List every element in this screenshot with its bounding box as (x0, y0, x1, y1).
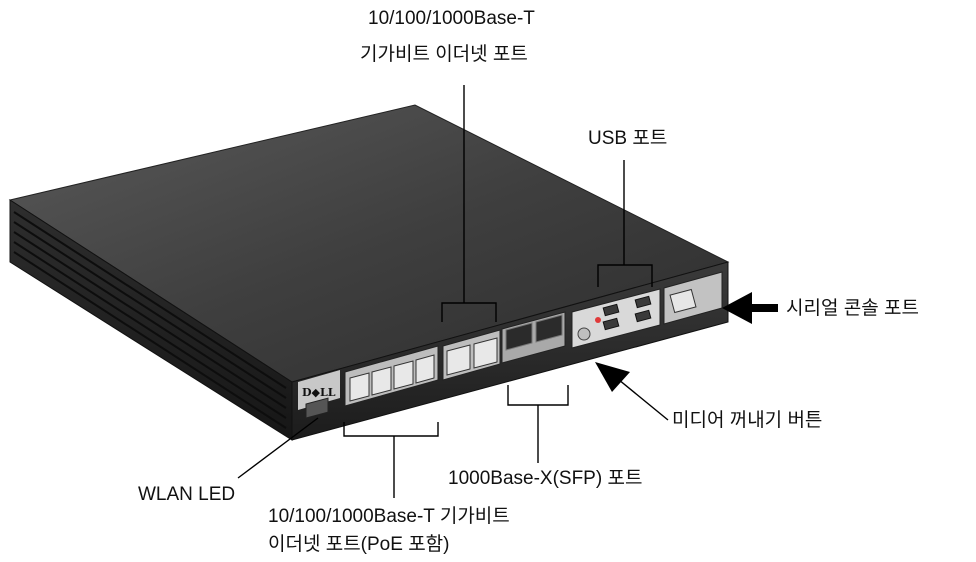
status-led (595, 317, 601, 323)
poe-ports (349, 354, 435, 402)
usb-port-label: USB 포트 (588, 128, 668, 149)
vent-slots (13, 211, 287, 429)
sfp-ports (505, 314, 563, 351)
callout-arrows (595, 292, 778, 392)
serial-console-port (669, 288, 697, 314)
gige-top-label-line2: 기가비트 이더넷 포트 (360, 44, 528, 65)
serial-console-label: 시리얼 콘솔 포트 (786, 298, 919, 319)
poe-port-label-line1: 10/100/1000Base-T 기가비트 (268, 506, 510, 527)
gige-top-label-line1: 10/100/1000Base-T (368, 8, 535, 29)
media-eject-button (577, 327, 591, 341)
wlan-led-label: WLAN LED (138, 484, 236, 505)
callout-lines (237, 85, 669, 498)
dell-logo: D◆LL (302, 386, 336, 399)
sfp-port-label: 1000Base-X(SFP) 포트 (448, 468, 643, 489)
logo-plate (298, 370, 340, 410)
wlan-led-area (305, 397, 329, 419)
poe-port-label-line2: 이더넷 포트(PoE 포함) (268, 534, 450, 555)
media-eject-label: 미디어 꺼내기 버튼 (672, 410, 823, 431)
gige-ports (446, 337, 498, 376)
usb-ports (602, 295, 652, 331)
